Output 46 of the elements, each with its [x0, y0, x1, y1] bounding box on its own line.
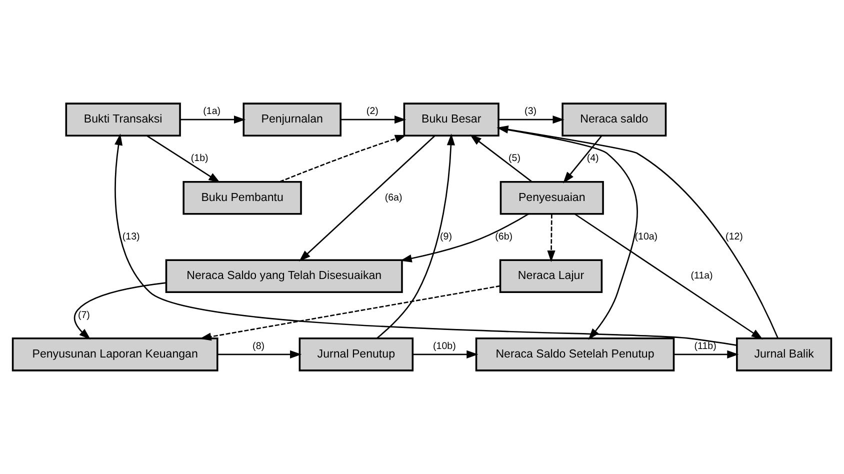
- node-box: Neraca Saldo Setelah Penutup: [475, 338, 675, 372]
- node-box: Penjurnalan: [242, 102, 342, 136]
- arrow: [376, 134, 455, 339]
- arrow: [470, 134, 532, 182]
- arrow: [299, 135, 436, 262]
- edge-label: (13): [122, 231, 140, 242]
- arrow: [340, 116, 406, 124]
- edge-label: (1a): [203, 106, 221, 118]
- edge-label: (5): [508, 153, 520, 164]
- node-box: Jurnal Balik: [736, 338, 832, 372]
- arrow: [412, 350, 478, 358]
- node-box: Penyusunan Laporan Keuangan: [12, 338, 218, 372]
- arrow: [218, 350, 302, 358]
- node-box: Penyesuaian: [500, 180, 604, 215]
- arrow: [146, 135, 220, 183]
- arrow: [400, 213, 529, 262]
- edge-label: (12): [726, 231, 743, 242]
- node-box: Buku Pembantu: [182, 180, 302, 215]
- edge-label: (6a): [384, 192, 402, 204]
- arrow: [279, 134, 407, 182]
- edge-label: (10b): [433, 340, 456, 352]
- edge-label: (2): [366, 106, 378, 118]
- arrow: [674, 350, 739, 358]
- node-box: Bukti Transaksi: [65, 102, 181, 136]
- edge-label: (4): [586, 153, 599, 164]
- arrow: [200, 285, 500, 341]
- arrow: [74, 282, 166, 340]
- edge-label: (1b): [190, 153, 208, 164]
- edge-label: (8): [252, 340, 265, 352]
- node-box: Neraca Lajur: [499, 259, 603, 294]
- node-box: Neraca saldo: [562, 102, 667, 136]
- arrow: [114, 134, 738, 346]
- arrow: [180, 116, 246, 124]
- node-box: Neraca Saldo yang Telah Disesuaikan: [165, 259, 403, 294]
- edge-label: (3): [524, 106, 536, 118]
- arrow: [547, 214, 556, 262]
- edge-label: (9): [440, 231, 452, 242]
- node-box: Jurnal Penutup: [298, 338, 414, 372]
- edge-label: (11b): [694, 340, 716, 352]
- edge-label: (7): [78, 310, 90, 321]
- edge-label: (10a): [634, 231, 658, 242]
- edge-label: (6b): [495, 231, 513, 242]
- arrow: [498, 116, 564, 124]
- arrow: [562, 136, 602, 184]
- edge-label: (11a): [690, 270, 713, 282]
- node-box: Buku Besar: [403, 102, 500, 136]
